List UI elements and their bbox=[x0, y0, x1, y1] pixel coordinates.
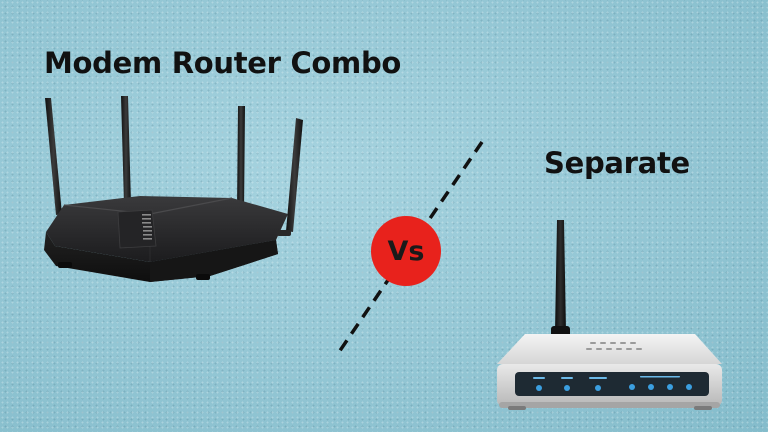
left-title: Modem Router Combo bbox=[44, 46, 402, 80]
vs-badge: Vs bbox=[371, 216, 441, 286]
right-title: Separate bbox=[544, 146, 690, 180]
